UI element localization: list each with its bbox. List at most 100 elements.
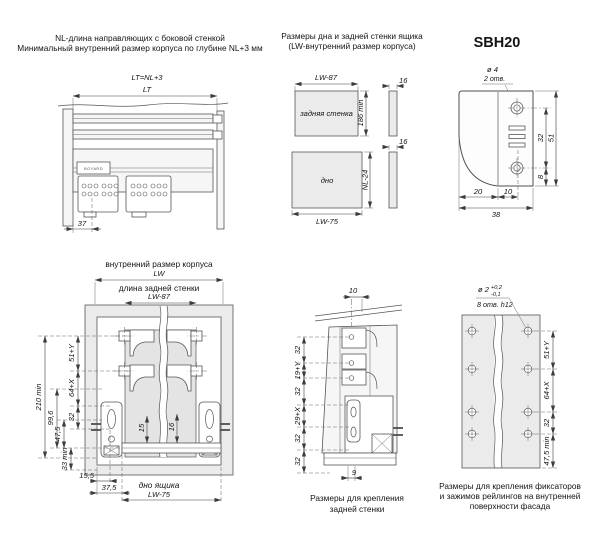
break-line xyxy=(500,314,504,469)
dim-37-5-label: 37,5 xyxy=(102,483,118,492)
dimension-bottom-depth: NL-24 xyxy=(361,151,373,209)
facade-dim-51y: 51+Y xyxy=(542,340,551,359)
bracket-slot xyxy=(508,134,526,139)
brand-plate xyxy=(76,161,111,175)
hole-diameter-label: ø 4 xyxy=(487,65,498,74)
drawer-bottom-width-label: LW-75 xyxy=(148,490,171,499)
tolerance-minus: -0,1 xyxy=(491,292,501,298)
back-wall-width-label: LW-87 xyxy=(315,73,338,82)
break-line xyxy=(158,305,162,458)
facade-hole-count: 8 отв. h12 xyxy=(477,300,513,309)
railing-end-cap xyxy=(212,130,223,140)
section-sbh20-bracket: SBH20 ø 4 2 отв. 32 8 xyxy=(458,35,559,219)
facade-dimension-stack: 51+Y 64+X 32 47,5 min xyxy=(535,330,557,469)
section-bottom-and-backwall-sizes: Размеры дна и задней стенки ящика (LW-вн… xyxy=(281,31,423,226)
left-dimension-stack: 210 min 51+Y 64+X 32 99,6 47,5 33 min xyxy=(34,335,128,471)
facade-holes xyxy=(465,324,535,441)
cabinet-side-wall xyxy=(62,108,74,227)
section-slide-length: NL-длина направляющих с боковой стенкой … xyxy=(17,33,263,233)
cabinet-top-edge xyxy=(314,304,403,317)
bottom-thickness-label: 16 xyxy=(399,137,408,146)
bracket-dimensions-bottom: 20 10 38 xyxy=(458,140,534,219)
facade-hole-callout: ø 2 +0,2 -0,1 8 отв. h12 xyxy=(476,285,527,329)
bottom-depth-label: NL-24 xyxy=(361,170,370,191)
dim-37-label: 37 xyxy=(78,219,87,228)
back-wall-panel xyxy=(294,90,359,137)
cabinet-top-edge xyxy=(314,309,403,322)
mechanism-holes xyxy=(81,183,168,197)
dim-64x-label: 64+X xyxy=(67,378,76,397)
dim-stack-label-2: 32 xyxy=(293,387,302,396)
section-facade-fixing: ø 2 +0,2 -0,1 8 отв. h12 51+Y 64+X 32 47… xyxy=(439,285,581,511)
dim-33-label: 33 min xyxy=(60,448,69,471)
dim-15-5-label: 15,5 xyxy=(79,471,95,480)
bottom-panel xyxy=(291,151,363,209)
back-thickness-label: 16 xyxy=(399,76,408,85)
dim-38-label: 38 xyxy=(492,210,501,219)
facade-dim-32: 32 xyxy=(542,418,551,427)
dim-10-label: 10 xyxy=(504,187,513,196)
break-line xyxy=(493,314,496,469)
dim-stack-label-3: 29+X xyxy=(293,406,302,426)
mount-tab xyxy=(131,211,147,218)
dim-20-label: 20 xyxy=(473,187,483,196)
hole-count-label: 2 отв. xyxy=(483,76,505,83)
brand-logo: BOYARD xyxy=(84,166,103,171)
back-wall-edge-view xyxy=(388,90,398,137)
top-left-title-line2: Минимальный внутренний размер корпуса по… xyxy=(17,43,263,53)
bracket-hole-top xyxy=(508,98,551,118)
back-fixing-caption-line2: задней стенки xyxy=(330,504,385,514)
dim-10-label: 10 xyxy=(349,286,358,295)
slide-rail-assembly xyxy=(91,401,123,458)
drawer-bottom-caption: дно ящика xyxy=(139,480,180,490)
facade-caption-line1: Размеры для крепления фиксаторов xyxy=(439,481,581,491)
dim-8-label: 8 xyxy=(536,174,545,179)
facade-dim-64x: 64+X xyxy=(542,381,551,400)
dim-99-6-label: 99,6 xyxy=(46,410,55,426)
bracket-slot xyxy=(508,125,526,131)
facade-caption-line3: поверхности фасада xyxy=(470,501,551,511)
bottom-width-label: LW-75 xyxy=(316,217,339,226)
break-line xyxy=(57,102,229,107)
dimension-bottom-thickness: 16 xyxy=(382,137,408,150)
bracket-hole-bottom xyxy=(508,158,551,178)
dim-47-5-label: 47,5 xyxy=(53,426,62,442)
drawer-bottom-edge xyxy=(323,452,397,466)
dim-15-label: 15 xyxy=(137,423,146,432)
top-middle-title-line1: Размеры дна и задней стенки ящика xyxy=(281,31,423,41)
dimension-15-5: 15,5 xyxy=(79,430,117,484)
dimension-16: 16 xyxy=(167,413,180,444)
dim-210-label: 210 min xyxy=(34,383,43,411)
dimension-back-wall-width: LW-87 xyxy=(294,73,359,91)
lw-caption: внутренний размер корпуса xyxy=(105,259,213,269)
railing-end-cap xyxy=(212,114,223,124)
back-hooks xyxy=(341,327,378,390)
model-title: SBH20 xyxy=(474,35,521,51)
dim-stack-label-5: 32 xyxy=(293,457,302,466)
dimension-bottom-width: LW-75 xyxy=(291,210,363,226)
dim-51y-label: 51+Y xyxy=(67,343,76,362)
section-cabinet-cross-section: внутренний размер корпуса LW длина задне… xyxy=(34,259,234,503)
facade-hole-diameter: ø 2 xyxy=(478,285,490,294)
lw-label: LW xyxy=(153,269,165,278)
back-length-label: LW-87 xyxy=(148,292,171,301)
slide-mechanism-side xyxy=(323,395,403,466)
back-fixing-dimension-stack: 32 19+Y 32 29+X 32 32 xyxy=(293,336,350,474)
back-wall-height-label: 186 min xyxy=(356,99,365,126)
dim-9-label: 9 xyxy=(352,468,357,477)
back-fixing-caption-line1: Размеры для крепления xyxy=(310,493,404,503)
bracket-dimensions-right: 32 8 51 xyxy=(535,90,559,187)
tolerance-plus: +0,2 xyxy=(491,285,503,291)
mount-tab xyxy=(83,211,97,218)
bracket-slot xyxy=(508,142,526,148)
bottom-panel-label: дно xyxy=(321,176,334,185)
break-gap xyxy=(494,316,502,467)
dimension-9: 9 xyxy=(341,466,362,481)
dimension-lt: LT=NL+3 LT xyxy=(72,73,218,111)
dim-stack-label-0: 32 xyxy=(293,345,302,354)
back-wall-label: задняя стенка xyxy=(299,109,353,118)
section-back-wall-fixing: 10 xyxy=(293,286,404,514)
lt-formula-label: LT=NL+3 xyxy=(131,73,163,82)
